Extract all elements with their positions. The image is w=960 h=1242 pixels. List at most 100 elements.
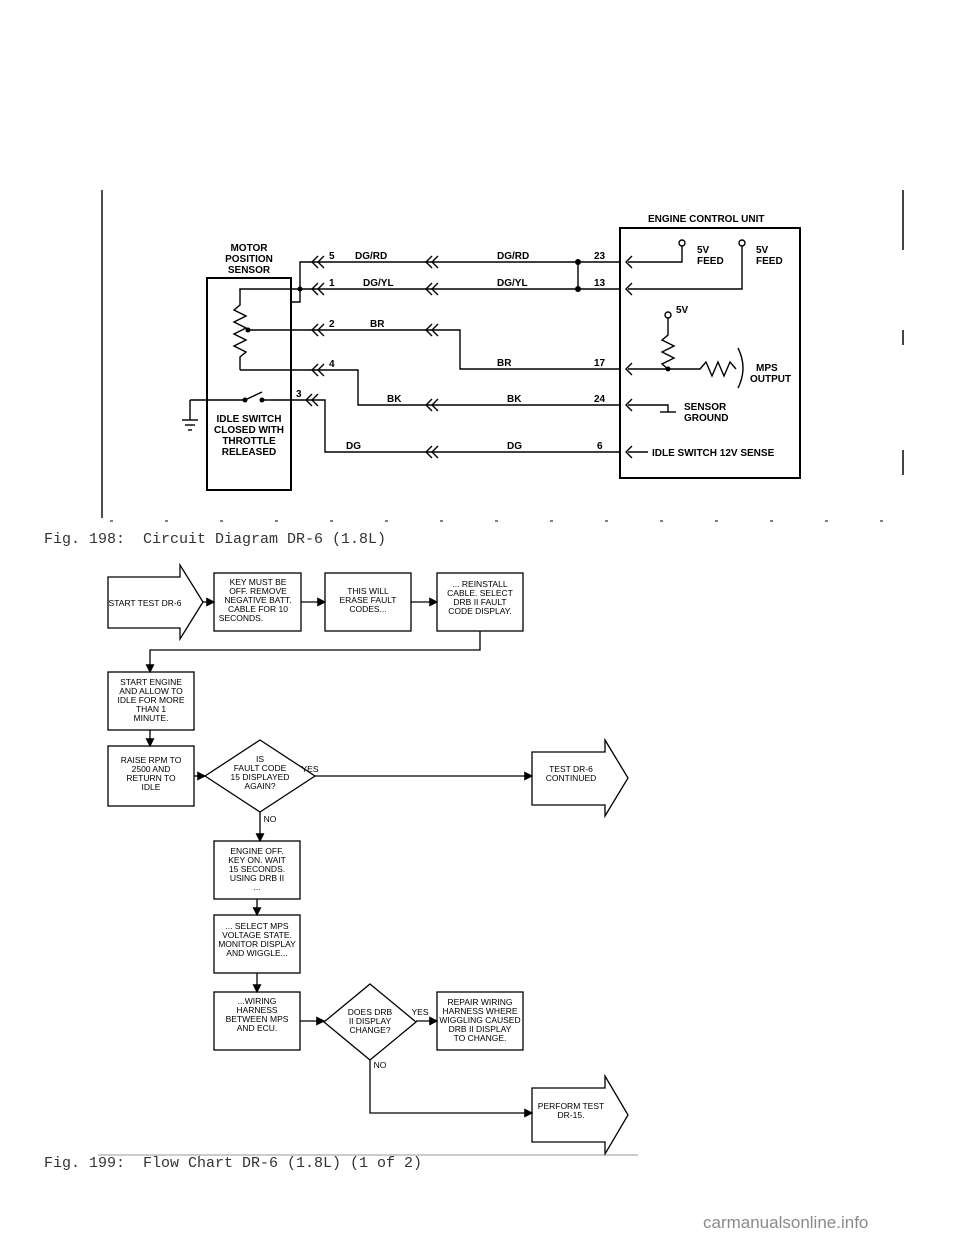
box-4-line-4: THAN 1 [136, 704, 167, 714]
circuit-diagram: ENGINE CONTROL UNIT MOTOR POSITION SENSO… [101, 190, 904, 522]
box-2-line-3: CODES... [349, 604, 386, 614]
start-shape [107, 562, 204, 642]
box-8-line-4: AND ECU. [237, 1023, 278, 1033]
box-5-line-1: RAISE RPM TO [121, 755, 182, 765]
box-5-line-2: 2500 AND [132, 764, 171, 774]
box-6-line-1: ENGINE OFF. [230, 846, 283, 856]
box-4-line-1: START ENGINE [120, 677, 182, 687]
mps-label-1: MPS [756, 363, 778, 374]
wire-bk [240, 369, 620, 406]
ecu-pin-24: 24 [594, 394, 606, 405]
idle-label-2: CLOSED WITH [214, 425, 284, 436]
continued-line-2: CONTINUED [546, 773, 597, 783]
ref-5v: 5V [676, 305, 689, 316]
continued-shape [531, 737, 629, 819]
box-7-line-4: AND WIGGLE... [226, 948, 287, 958]
box-7-line-2: VOLTAGE STATE. [222, 930, 292, 940]
yes-label-2: YES [411, 1007, 428, 1017]
wire-dgrd [291, 261, 600, 303]
perform-line-2: DR-15. [558, 1110, 585, 1120]
start-label: START TEST DR-6 [109, 598, 182, 608]
perform-line-1: PERFORM TEST [538, 1101, 604, 1111]
idle-label-1: IDLE SWITCH [217, 414, 282, 425]
wire-dgyl [239, 288, 620, 290]
ecu-pin-13: 13 [594, 278, 606, 289]
box-8-line-1: ...WIRING [238, 996, 277, 1006]
box-4-line-2: AND ALLOW TO [119, 686, 183, 696]
box-2-line-2: ERASE FAULT [340, 595, 397, 605]
idle-label-3: THROTTLE [222, 436, 276, 447]
box-6-line-3: 15 SECONDS. [229, 864, 285, 874]
sensor-title-1: MOTOR [230, 243, 268, 254]
box-3-line-3: DRB II FAULT [453, 597, 506, 607]
no-label-1: NO [264, 814, 277, 824]
wire-dgrd-right: DG/RD [497, 251, 529, 262]
idle-sense-label: IDLE SWITCH 12V SENSE [652, 448, 775, 459]
sensor-title-2: POSITION [225, 254, 273, 265]
box-3-line-1: ... REINSTALL [452, 579, 507, 589]
idle-label-4: RELEASED [222, 447, 276, 458]
feed-5v-2: 5V [756, 245, 769, 256]
box-8-line-3: BETWEEN MPS [226, 1014, 289, 1024]
box-4-line-5: MINUTE. [134, 713, 169, 723]
perform-shape [531, 1073, 629, 1157]
wire-dg-left: DG [346, 441, 361, 452]
fig-198-caption: Fig. 198: Circuit Diagram DR-6 (1.8L) [44, 531, 387, 548]
box-1-line-1: KEY MUST BE [230, 577, 287, 587]
wire-dgyl-left: DG/YL [363, 278, 394, 289]
pin-4: 4 [329, 359, 335, 370]
sensor-title-3: SENSOR [228, 265, 271, 276]
box-4-line-3: IDLE FOR MORE [117, 695, 184, 705]
box-6-line-4: USING DRB II [230, 873, 284, 883]
sg-label-2: GROUND [684, 413, 728, 424]
box-7-line-1: ... SELECT MPS [225, 921, 288, 931]
wire-bk-left: BK [387, 394, 402, 405]
wire-dg [291, 399, 620, 453]
wire-br [248, 329, 620, 370]
wire-dgrd-left: DG/RD [355, 251, 387, 262]
yes-label-1: YES [301, 764, 318, 774]
box-1-line-3: NEGATIVE BATT. [224, 595, 291, 605]
decision-2-line-1: DOES DRB [348, 1007, 393, 1017]
no-label-2: NO [374, 1060, 387, 1070]
ecu-pin-17: 17 [594, 358, 606, 369]
box-6-line-2: KEY ON. WAIT [228, 855, 286, 865]
box-3-line-4: CODE DISPLAY. [448, 606, 511, 616]
ecu-feed-1 [628, 246, 683, 263]
ecu-feed-2 [628, 246, 743, 290]
continued-line-1: TEST DR-6 [549, 764, 593, 774]
wire-bk-right: BK [507, 394, 522, 405]
box-1-line-4: CABLE FOR 10 [228, 604, 288, 614]
decision-1-line-2: FAULT CODE [234, 763, 287, 773]
decision-1-line-1: IS [256, 754, 264, 764]
feed-label-1: FEED [697, 256, 724, 267]
pin-2: 2 [329, 319, 335, 330]
wire-br-left: BR [370, 319, 385, 330]
box-5-line-4: IDLE [142, 782, 161, 792]
repair-line-5: TO CHANGE. [454, 1033, 507, 1043]
sensor-box [206, 277, 292, 491]
repair-line-1: REPAIR WIRING [447, 997, 512, 1007]
pin-1: 1 [329, 278, 335, 289]
ecu-box [619, 227, 801, 479]
repair-line-3: WIGGLING CAUSED [439, 1015, 520, 1025]
box-5-line-3: RETURN TO [126, 773, 176, 783]
watermark: carmanualsonline.info [703, 1213, 869, 1232]
repair-line-4: DRB II DISPLAY [449, 1024, 512, 1034]
box-8-line-2: HARNESS [236, 1005, 277, 1015]
decision-1-line-3: 15 DISPLAYED [231, 772, 290, 782]
pin-3: 3 [296, 389, 302, 400]
feed-label-2: FEED [756, 256, 783, 267]
wire-dgyl-right: DG/YL [497, 278, 528, 289]
decision-1-line-4: AGAIN? [244, 781, 275, 791]
feed-5v-1: 5V [697, 245, 710, 256]
box-7-line-3: MONITOR DISPLAY [218, 939, 296, 949]
mps-label-2: OUTPUT [750, 374, 791, 385]
ecu-pin-6: 6 [597, 441, 603, 452]
pin-5: 5 [329, 251, 335, 262]
fig-199-caption: Fig. 199: Flow Chart DR-6 (1.8L) (1 of 2… [44, 1155, 423, 1172]
ecu-pin-23: 23 [594, 251, 606, 262]
wire-br-right: BR [497, 358, 512, 369]
box-2-line-1: THIS WILL [347, 586, 389, 596]
repair-line-2: HARNESS WHERE [442, 1006, 517, 1016]
